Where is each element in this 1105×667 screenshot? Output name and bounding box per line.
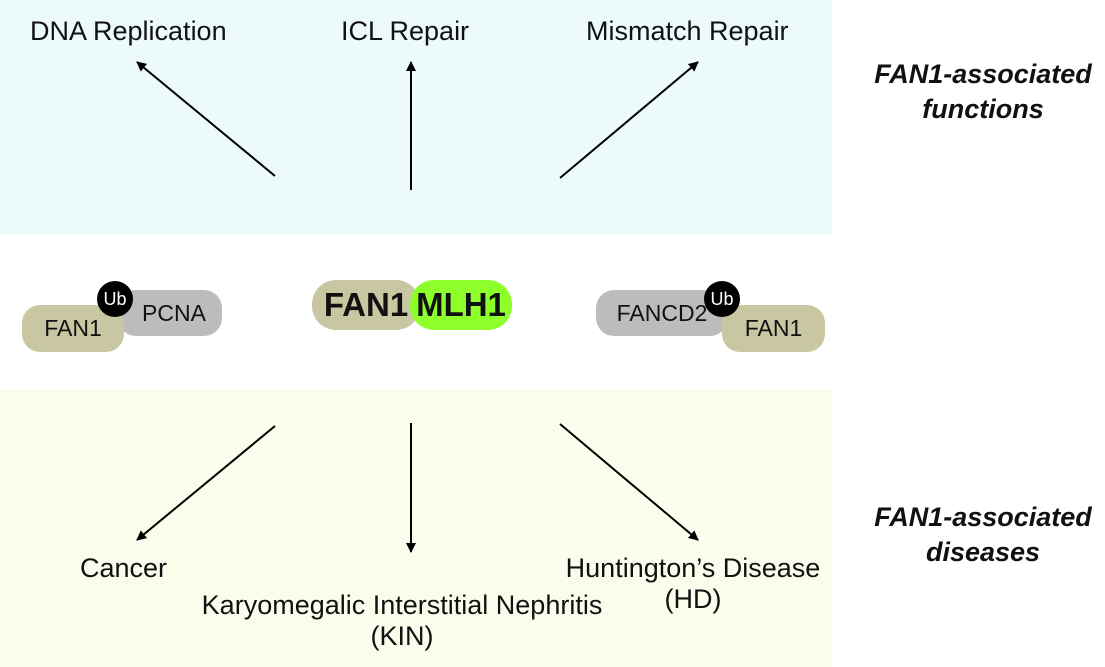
- function-dna-replication: DNA Replication: [30, 16, 227, 46]
- mlh1-label: MLH1: [416, 286, 506, 323]
- disease-kin-abbr: (KIN): [370, 621, 434, 652]
- ubiquitin-right: Ub: [704, 281, 740, 317]
- functions-panel: [0, 0, 832, 234]
- arrow-to-cancer: [136, 425, 276, 541]
- disease-hd-name: Huntington’s Disease: [565, 553, 821, 583]
- arrow-to-mismatch-repair: [559, 61, 699, 179]
- disease-hd-abbr: (HD): [664, 584, 722, 615]
- mlh1-protein: MLH1: [410, 280, 512, 330]
- fan1-label-center: FAN1: [323, 286, 409, 323]
- fan1-protein-left: FAN1: [22, 305, 124, 352]
- pcna-protein: PCNA: [118, 290, 222, 336]
- fan1-label-left: FAN1: [44, 315, 102, 341]
- functions-heading: FAN1-associated functions: [874, 59, 1092, 125]
- disease-kin-name: Karyomegalic Interstitial Nephritis: [201, 590, 603, 620]
- diseases-heading: FAN1-associated diseases: [874, 502, 1092, 568]
- pcna-label: PCNA: [142, 299, 206, 326]
- function-icl-repair: ICL Repair: [341, 16, 470, 46]
- function-mismatch-repair: Mismatch Repair: [586, 16, 789, 46]
- fan1-protein-right: FAN1: [722, 305, 825, 352]
- fan1-label-right: FAN1: [744, 315, 803, 341]
- fan1-protein-center: FAN1: [312, 280, 420, 330]
- ubiquitin-left: Ub: [97, 281, 133, 317]
- disease-hd: Huntington’s Disease (HD): [555, 553, 831, 615]
- disease-kin: Karyomegalic Interstitial Nephritis (KIN…: [182, 590, 622, 652]
- disease-cancer: Cancer: [80, 553, 168, 583]
- arrow-to-hd: [559, 423, 699, 541]
- arrow-to-dna-replication: [136, 61, 276, 177]
- diseases-panel: [0, 390, 832, 667]
- fancd2-label: FANCD2: [616, 299, 708, 326]
